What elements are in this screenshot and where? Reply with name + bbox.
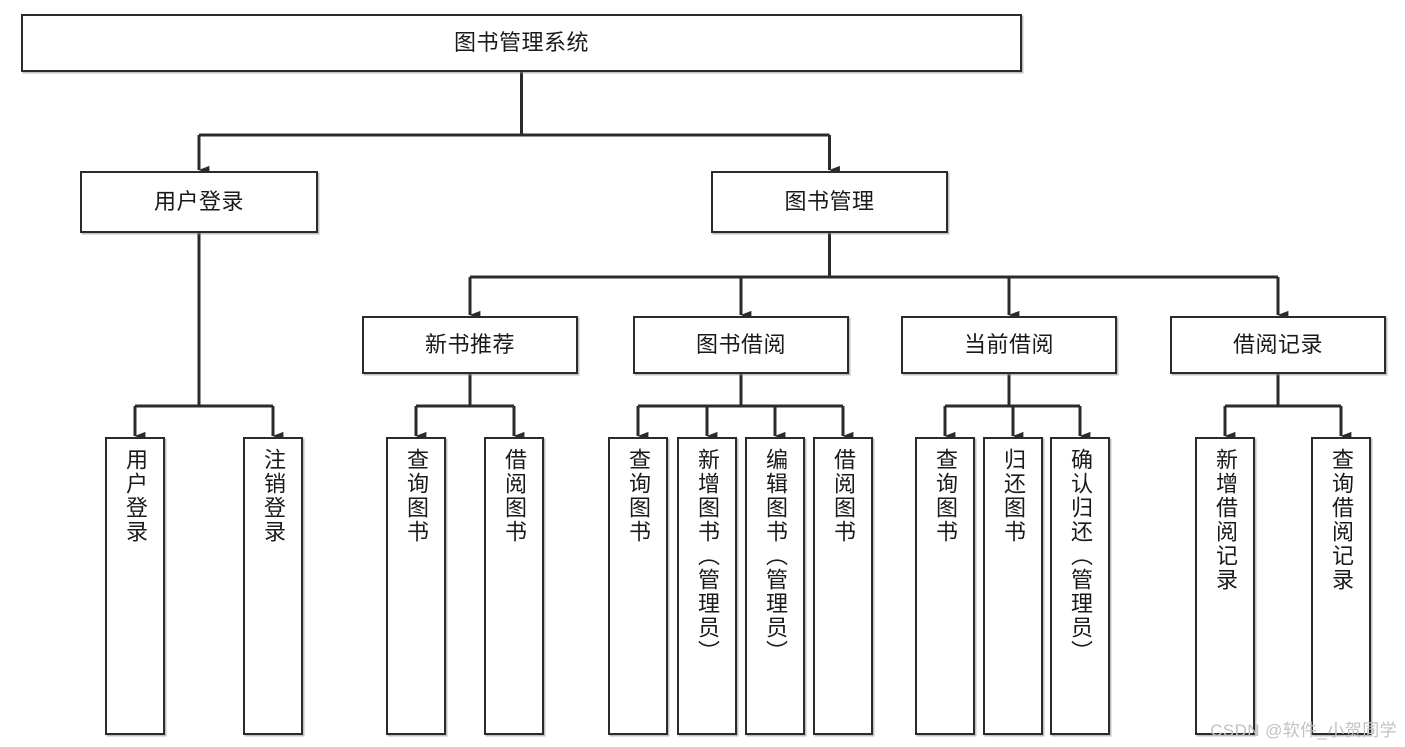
node-leaf-borrow-book-2[interactable]: 借阅图书: [813, 437, 873, 735]
node-label: 图书管理: [784, 188, 875, 214]
node-label: 注销登录: [261, 448, 286, 544]
node-label: 编辑图书（管理员）: [763, 448, 788, 664]
node-leaf-query-book-3[interactable]: 查询图书: [915, 437, 975, 735]
node-leaf-user-logout[interactable]: 注销登录: [243, 437, 303, 735]
node-label: 用户登录: [153, 188, 244, 214]
node-leaf-confirm-return[interactable]: 确认归还（管理员）: [1050, 437, 1110, 735]
node-label: 借阅图书: [831, 448, 856, 544]
node-label: 新书推荐: [424, 331, 515, 357]
node-label: 借阅记录: [1232, 331, 1323, 357]
node-label: 查询借阅记录: [1329, 448, 1354, 592]
node-label: 查询图书: [404, 448, 429, 544]
node-leaf-edit-book[interactable]: 编辑图书（管理员）: [745, 437, 805, 735]
node-label: 图书管理系统: [453, 29, 589, 55]
node-label: 借阅图书: [502, 448, 527, 544]
node-root[interactable]: 图书管理系统: [21, 14, 1022, 72]
node-label: 查询图书: [933, 448, 958, 544]
node-book-manage[interactable]: 图书管理: [711, 171, 948, 233]
node-label: 当前借阅: [963, 331, 1054, 357]
node-leaf-return-book[interactable]: 归还图书: [983, 437, 1043, 735]
node-new-book-recommend[interactable]: 新书推荐: [362, 316, 578, 374]
node-leaf-borrow-book-1[interactable]: 借阅图书: [484, 437, 544, 735]
node-leaf-query-book-1[interactable]: 查询图书: [386, 437, 446, 735]
node-leaf-query-book-2[interactable]: 查询图书: [608, 437, 668, 735]
connector-lines: [133, 72, 1352, 441]
node-label: 新增图书（管理员）: [695, 448, 720, 664]
node-label: 图书借阅: [695, 331, 786, 357]
node-label: 确认归还（管理员）: [1068, 448, 1093, 664]
node-leaf-add-book[interactable]: 新增图书（管理员）: [677, 437, 737, 735]
node-label: 归还图书: [1001, 448, 1026, 544]
node-current-borrow[interactable]: 当前借阅: [901, 316, 1117, 374]
node-user-login[interactable]: 用户登录: [80, 171, 318, 233]
node-leaf-user-login[interactable]: 用户登录: [105, 437, 165, 735]
node-label: 用户登录: [123, 448, 148, 544]
node-label: 新增借阅记录: [1213, 448, 1238, 592]
node-book-borrow[interactable]: 图书借阅: [633, 316, 849, 374]
node-borrow-record[interactable]: 借阅记录: [1170, 316, 1386, 374]
node-label: 查询图书: [626, 448, 651, 544]
node-leaf-add-record[interactable]: 新增借阅记录: [1195, 437, 1255, 735]
node-leaf-query-record[interactable]: 查询借阅记录: [1311, 437, 1371, 735]
